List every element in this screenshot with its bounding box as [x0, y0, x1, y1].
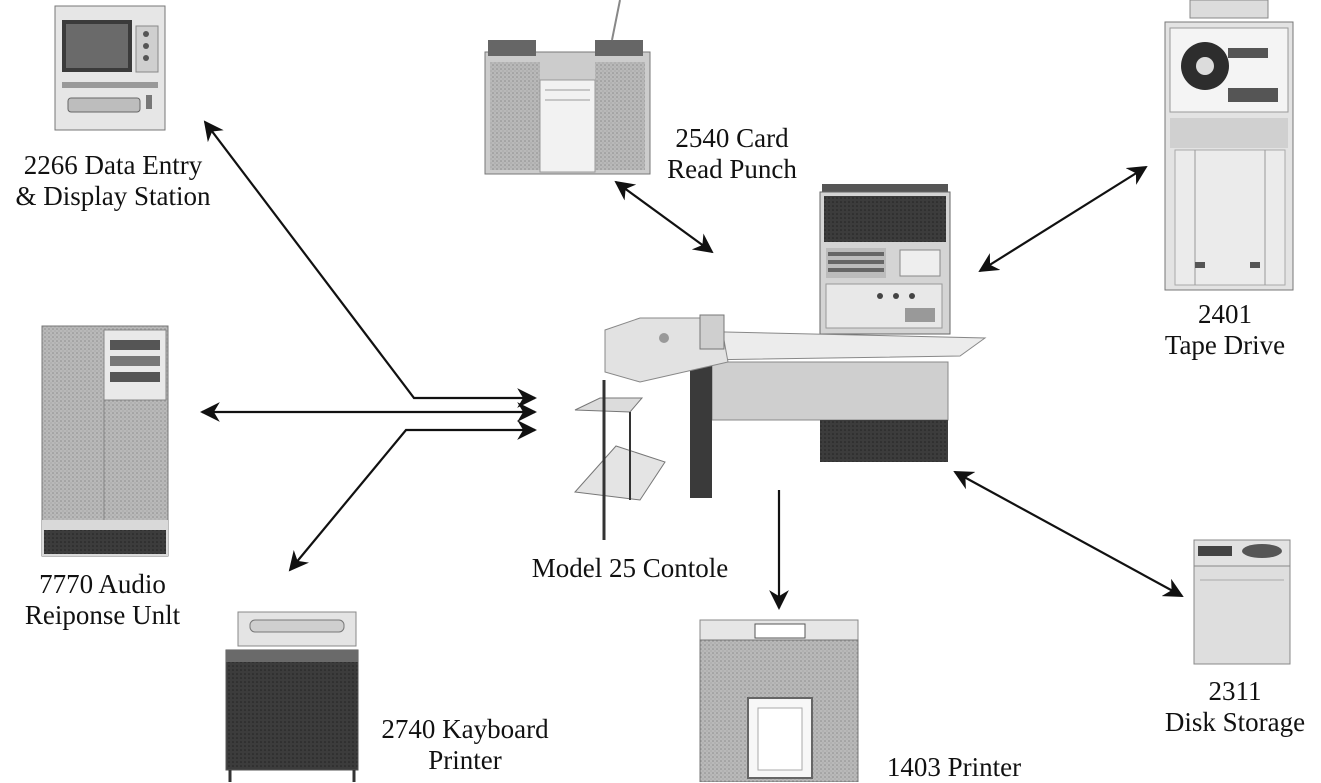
arrow-disk-storage: [953, 471, 1184, 597]
arrow-display-station: [203, 120, 537, 408]
label-tape-drive: 2401 Tape Drive: [1164, 299, 1286, 360]
model-25-console-unit: [573, 184, 987, 540]
label-printer-1403: 1403 Printer: [886, 752, 1022, 782]
tape-drive-unit: [1164, 0, 1294, 291]
disk-storage-unit: [1193, 539, 1291, 665]
audio-response-unit: [41, 325, 169, 557]
card-read-punch-unit: [484, 0, 651, 175]
connection-arrows: [200, 120, 1184, 610]
label-disk-storage: 2311 Disk Storage: [1164, 676, 1306, 737]
label-audio-response: 7770 Audio Reiponse Unlt: [24, 569, 181, 630]
label-display-station: 2266 Data Entry & Display Station: [15, 150, 211, 211]
label-console: Model 25 Contole: [531, 553, 729, 583]
arrow-card-read-punch: [614, 180, 714, 254]
label-keyboard-printer: 2740 Kayboard Printer: [381, 714, 549, 775]
display-station-unit: [54, 5, 166, 131]
arrow-tape-drive: [978, 165, 1148, 273]
printer-1403-unit: [699, 619, 859, 782]
keyboard-printer-unit: [225, 611, 359, 782]
arrow-keyboard-printer: [288, 420, 537, 572]
label-card-read-punch: 2540 Card Read Punch: [667, 123, 797, 184]
